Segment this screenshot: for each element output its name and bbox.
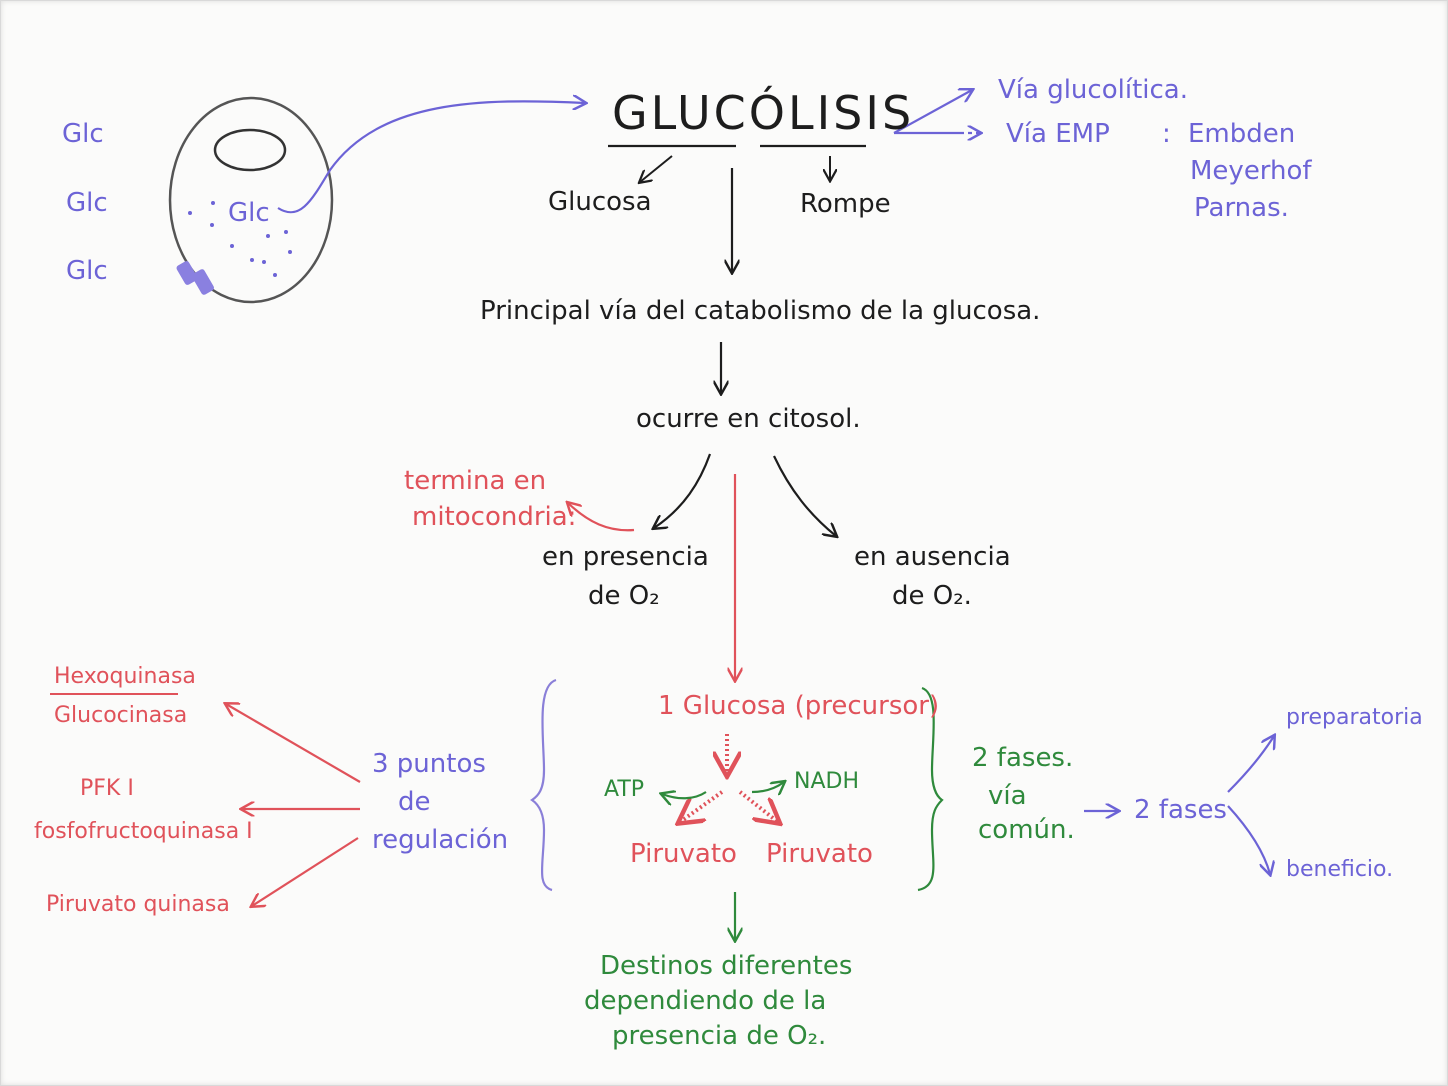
destiny-2: dependiendo de la — [584, 986, 827, 1016]
atp-label: ATP — [604, 777, 645, 802]
synonym-colon: : — [1162, 119, 1171, 149]
destiny-3: presencia de O₂. — [612, 1021, 827, 1051]
enzyme-pfk1: PFK I — [80, 776, 134, 801]
etymology-right: Rompe — [800, 189, 891, 219]
oxygen-present-1: en presencia — [542, 542, 709, 572]
oxygen-absent-2: de O₂. — [892, 581, 972, 611]
oxygen-absent-1: en ausencia — [854, 542, 1011, 572]
cell-drawing — [168, 96, 334, 304]
glc-outside-3: Glc — [66, 256, 108, 286]
oxygen-present-2: de O₂ — [588, 581, 660, 611]
phases-common-3: común. — [978, 815, 1075, 845]
page-title: GLUCÓLISIS — [612, 86, 915, 140]
phases-common-1: 2 fases. — [972, 743, 1074, 773]
transporter-icon — [176, 261, 214, 295]
regulation-label-2: de — [398, 787, 431, 817]
piruvato-right: Piruvato — [766, 839, 873, 869]
etymology-left: Glucosa — [548, 187, 652, 217]
enzyme-fosfofructoquinasa: fosfofructoquinasa I — [34, 819, 253, 844]
glc-inside: Glc — [228, 198, 270, 228]
synonym-name-3: Parnas. — [1194, 193, 1289, 223]
glc-to-title-arrow — [277, 101, 585, 214]
mito-note-2: mitocondria: — [412, 502, 577, 532]
precursor: 1 Glucosa (precursor) — [658, 691, 940, 721]
enzyme-piruvato-quinasa: Piruvato quinasa — [46, 892, 230, 917]
phase-preparatoria: preparatoria — [1286, 705, 1423, 730]
phase-beneficio: beneficio. — [1286, 857, 1394, 882]
glc-outside-2: Glc — [66, 188, 108, 218]
definition: Principal vía del catabolismo de la gluc… — [480, 296, 1041, 326]
glc-outside-1: Glc — [62, 119, 104, 149]
enzyme-hexoquinasa: Hexoquinasa — [54, 664, 196, 689]
destiny-1: Destinos diferentes — [600, 951, 853, 981]
synonym-name-1: Embden — [1188, 119, 1296, 149]
regulation-label-3: regulación — [372, 825, 509, 855]
piruvato-left: Piruvato — [630, 839, 737, 869]
right-brace — [917, 686, 944, 892]
regulation-label-1: 3 puntos — [372, 749, 486, 779]
mito-note-1: termina en — [404, 466, 547, 496]
synonym-2: Vía EMP — [1006, 119, 1110, 149]
phases-common-2: vía — [988, 781, 1027, 811]
nadh-label: NADH — [794, 769, 859, 794]
location: ocurre en citosol. — [636, 404, 861, 434]
synonym-1: Vía glucolítica. — [998, 75, 1188, 105]
synonym-name-2: Meyerhof — [1190, 156, 1312, 186]
left-brace — [530, 678, 557, 892]
enzyme-glucocinasa: Glucocinasa — [54, 703, 188, 728]
phases-two: 2 fases — [1134, 795, 1227, 825]
